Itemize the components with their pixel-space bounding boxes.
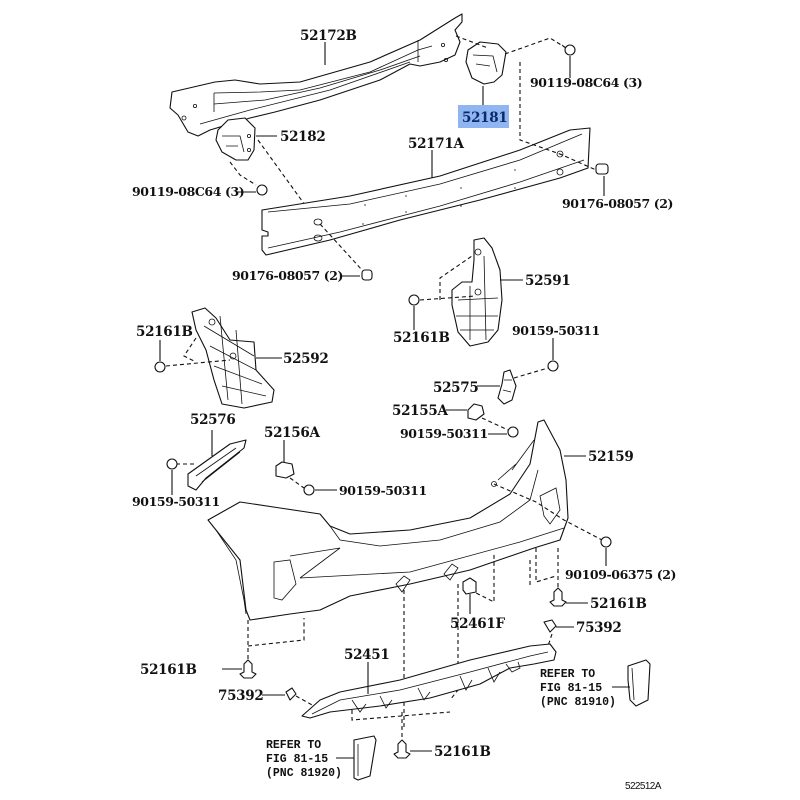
label-52591[interactable]: 52591 xyxy=(525,273,571,289)
side-support-52591-drawing[interactable] xyxy=(451,237,503,347)
bracket-52576-drawing[interactable] xyxy=(187,439,247,491)
label-52171a[interactable]: 52171A xyxy=(408,136,465,152)
highlight-52181 xyxy=(458,105,509,128)
label-52451[interactable]: 52451 xyxy=(344,647,390,663)
label-clip-spoiler-bottom[interactable]: 52161B xyxy=(434,744,491,760)
label-nut-left[interactable]: 90176-08057 (2) xyxy=(232,268,343,283)
ref-left-line3[interactable]: (PNC 81920) xyxy=(266,767,342,780)
figure-code: 522512A xyxy=(625,781,662,792)
label-nut-right[interactable]: 90176-08057 (2) xyxy=(562,196,673,211)
ref-left-line1[interactable]: REFER TO xyxy=(266,739,321,752)
label-52181[interactable]: 52181 xyxy=(462,110,508,126)
label-clip-cover-right[interactable]: 52161B xyxy=(590,596,647,612)
spacer-52155a-drawing[interactable] xyxy=(467,403,485,421)
clip-icon xyxy=(408,294,420,306)
label-bolt-cover[interactable]: 90109-06375 (2) xyxy=(565,567,676,582)
label-screw-52156a[interactable]: 90159-50311 xyxy=(339,483,427,498)
label-52182[interactable]: 52182 xyxy=(280,129,326,145)
label-52172b[interactable]: 52172B xyxy=(300,28,357,44)
label-clip-left-support[interactable]: 52161B xyxy=(136,324,193,340)
nut-icon xyxy=(595,163,609,175)
lower-spoiler-52451-drawing[interactable] xyxy=(301,643,557,719)
label-52159[interactable]: 52159 xyxy=(588,449,634,465)
retainer-52182-drawing[interactable] xyxy=(215,117,256,161)
label-52156a[interactable]: 52156A xyxy=(264,425,321,441)
clip-icon xyxy=(239,659,257,679)
label-52155a[interactable]: 52155A xyxy=(392,403,449,419)
bolt-icon xyxy=(600,536,612,548)
label-clip-cover-left[interactable]: 52161B xyxy=(140,662,197,678)
screw-icon xyxy=(166,458,178,470)
retainer-52181-drawing[interactable] xyxy=(465,41,507,85)
label-clip-right-support[interactable]: 52161B xyxy=(393,330,450,346)
label-bolt-top-left[interactable]: 90119-08C64 (3) xyxy=(132,184,245,199)
screw-icon xyxy=(547,360,559,372)
clip-icon xyxy=(154,361,166,373)
retainer-52461f-drawing[interactable] xyxy=(462,577,477,595)
clip-75392-icon xyxy=(285,687,297,701)
clip-75392-icon xyxy=(543,619,557,633)
ref-right-line3[interactable]: (PNC 81910) xyxy=(540,696,616,709)
clip-icon xyxy=(393,739,411,759)
label-75392-right[interactable]: 75392 xyxy=(576,620,622,636)
bolt-icon xyxy=(561,44,576,56)
label-52592[interactable]: 52592 xyxy=(283,351,329,367)
reflector-left-drawing[interactable] xyxy=(353,735,377,781)
bolt-icon xyxy=(256,184,268,196)
ref-left-line2[interactable]: FIG 81-15 xyxy=(266,753,328,766)
label-75392-left[interactable]: 75392 xyxy=(218,688,264,704)
label-screw-52575[interactable]: 90159-50311 xyxy=(512,323,600,338)
ref-right-line2[interactable]: FIG 81-15 xyxy=(540,682,602,695)
absorber-52171a-drawing[interactable] xyxy=(261,127,591,256)
label-screw-52576[interactable]: 90159-50311 xyxy=(132,494,220,509)
reflector-right-drawing[interactable] xyxy=(627,659,651,707)
bracket-52575-drawing[interactable] xyxy=(497,369,517,405)
label-52576[interactable]: 52576 xyxy=(190,412,236,428)
reinforcement-52172b-drawing[interactable] xyxy=(169,13,463,137)
bumper-cover-52159-drawing[interactable] xyxy=(207,419,569,621)
clip-icon xyxy=(549,587,567,607)
screw-icon xyxy=(303,484,315,496)
label-screw-52155a[interactable]: 90159-50311 xyxy=(400,426,488,441)
label-52575[interactable]: 52575 xyxy=(433,380,479,396)
ref-right-line1[interactable]: REFER TO xyxy=(540,668,595,681)
screw-icon xyxy=(507,426,519,438)
label-52461f[interactable]: 52461F xyxy=(450,616,506,632)
side-support-52592-drawing[interactable] xyxy=(191,307,275,409)
label-bolt-top-right[interactable]: 90119-08C64 (3) xyxy=(530,75,643,90)
spacer-52156a-drawing[interactable] xyxy=(275,461,295,479)
nut-icon xyxy=(361,269,373,281)
